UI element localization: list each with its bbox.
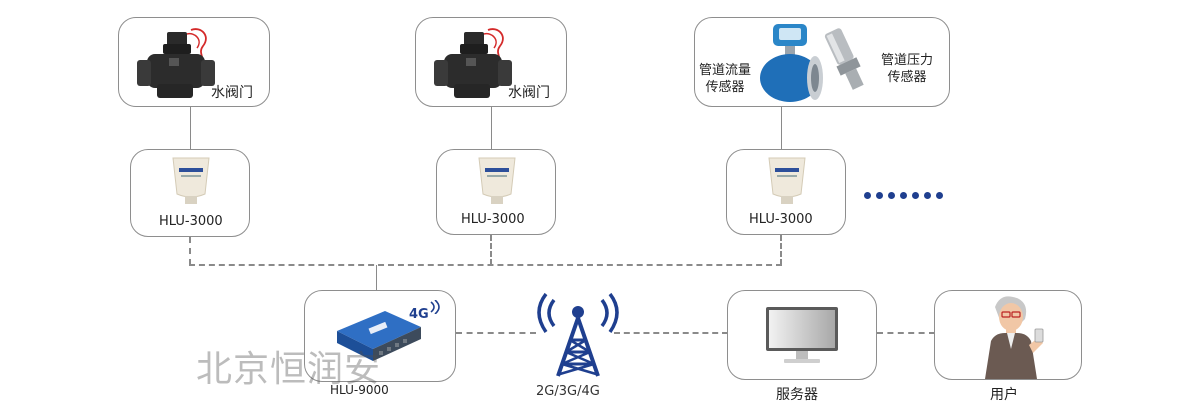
solenoid-valve-icon [434, 28, 512, 98]
pressure-sensor-label-line2: 传感器 [887, 70, 927, 85]
bus-drop [490, 235, 492, 265]
link-server-user [877, 332, 935, 334]
solenoid-valve-icon [137, 28, 215, 98]
connector-line [190, 107, 191, 149]
flow-sensor-icon [760, 24, 823, 102]
valve-box-1: 水阀门 [118, 17, 270, 107]
connector-line [491, 107, 492, 149]
cell-tower-icon [537, 292, 619, 377]
gateway-box: 4G [304, 290, 456, 382]
watermark-text: 北京恒润安 [196, 349, 382, 390]
link-gateway-tower [456, 332, 536, 334]
flow-sensor-label: 管道流量 传感器 [699, 62, 751, 96]
pressure-sensor-icon [824, 28, 864, 90]
user-label: 用户 [990, 387, 1018, 403]
valve-box-2: 水阀门 [415, 17, 567, 107]
rs485-bus-line [189, 264, 782, 266]
pressure-sensor-label: 管道压力 传感器 [881, 52, 933, 86]
valve-label: 水阀门 [508, 85, 550, 101]
controller-box-3: HLU-3000 [726, 149, 846, 235]
controller-label: HLU-3000 [159, 214, 223, 229]
controller-device-icon [768, 157, 806, 204]
gateway-4g-badge: 4G [409, 307, 429, 322]
gateway-connector [376, 265, 377, 290]
controller-box-1: HLU-3000 [130, 149, 250, 237]
pressure-sensor-label-line1: 管道压力 [881, 53, 934, 68]
valve-label: 水阀门 [211, 85, 253, 101]
bus-drop [780, 235, 782, 265]
sensor-box: 管道流量 传感器 管道压力 传感器 [694, 17, 950, 107]
more-devices-dots [864, 192, 943, 199]
controller-box-2: HLU-3000 [436, 149, 556, 235]
user-box [934, 290, 1082, 380]
gateway-label: HLU-9000 [330, 383, 389, 397]
server-label: 服务器 [776, 387, 818, 403]
controller-device-icon [172, 157, 210, 204]
bus-drop [189, 237, 191, 265]
controller-label: HLU-3000 [749, 212, 813, 227]
user-avatar-icon [985, 296, 1044, 379]
controller-label: HLU-3000 [461, 212, 525, 227]
server-box [727, 290, 877, 380]
monitor-icon [766, 307, 838, 363]
flow-sensor-label-line2: 传感器 [705, 80, 745, 95]
flow-sensor-label-line1: 管道流量 [699, 63, 752, 78]
connector-line [781, 107, 782, 149]
signal-waves-icon [430, 300, 440, 314]
network-label: 2G/3G/4G [536, 384, 600, 399]
link-tower-server [614, 332, 728, 334]
controller-device-icon [478, 157, 516, 204]
gateway-device-icon [337, 311, 421, 361]
